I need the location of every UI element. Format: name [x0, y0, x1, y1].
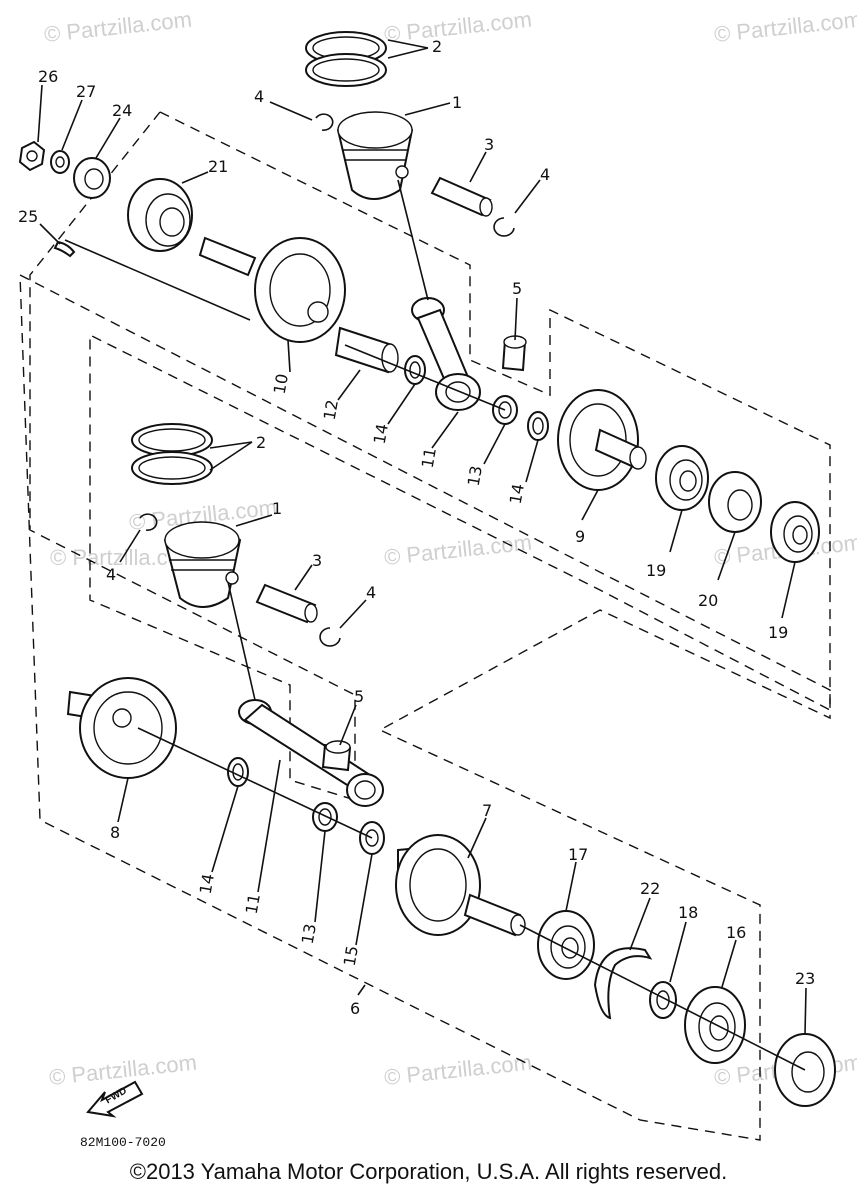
crank-pin-top	[334, 326, 399, 374]
watermark: © Partzilla.com	[383, 7, 533, 47]
callout-22: 22	[640, 879, 660, 898]
callout-5: 5	[512, 279, 522, 298]
piston-ring-mid-2	[131, 451, 213, 485]
copyright-notice: ©2013 Yamaha Motor Corporation, U.S.A. A…	[129, 1159, 728, 1184]
lower-crank-boundary	[19, 274, 831, 1141]
small-end-bearing-mid	[321, 740, 352, 772]
callout-10: 10	[270, 372, 292, 395]
callout-16: 16	[726, 923, 746, 942]
callout-19: 19	[646, 561, 666, 580]
crank-wheel-7	[395, 834, 526, 937]
callout-19: 19	[768, 623, 788, 642]
callout-13: 13	[298, 922, 320, 945]
connecting-rod-top	[411, 297, 481, 411]
dashed-boundaries	[19, 111, 831, 1141]
piston-top	[336, 111, 414, 200]
watermark: © Partzilla.com	[383, 1050, 533, 1090]
labyrinth-seal-20	[708, 471, 762, 533]
bearing-19-right	[770, 501, 820, 563]
callout-20: 20	[698, 591, 718, 610]
key-25	[53, 240, 76, 258]
watermark: © Partzilla.com	[43, 7, 193, 47]
diagram-code: 82M100-7020	[80, 1135, 166, 1150]
crank-wheel-left	[198, 236, 346, 343]
callout-labels: 26 27 24 21 25 2 4 1 3 4 5 10 12 14 11 1…	[18, 37, 815, 1018]
callout-3: 3	[312, 551, 322, 570]
watermark: © Partzilla.com	[383, 530, 533, 570]
circlip-22	[593, 947, 653, 1020]
callout-13: 13	[464, 464, 486, 487]
callout-12: 12	[320, 398, 342, 421]
upper-crank-boundary	[29, 111, 831, 801]
forward-arrow-icon: FWD	[86, 1080, 144, 1118]
circlip-top-left	[315, 113, 334, 131]
callout-14: 14	[196, 872, 218, 895]
callout-21: 21	[208, 157, 228, 176]
axis-lines	[64, 179, 806, 1071]
crank-wheel-8	[66, 677, 177, 779]
thrust-washer-top	[527, 411, 549, 441]
callout-1: 1	[272, 499, 282, 518]
bearing-19-left	[655, 445, 709, 511]
piston-mid	[163, 521, 242, 608]
connecting-rod-mid	[238, 699, 384, 807]
big-end-bearing-mid	[312, 802, 338, 832]
callout-11: 11	[418, 446, 440, 469]
piston-pin-top	[430, 176, 493, 217]
oil-seal-24	[73, 157, 111, 199]
callout-17: 17	[568, 845, 588, 864]
callout-25: 25	[18, 207, 38, 226]
callout-4: 4	[254, 87, 264, 106]
watermark: © Partzilla.com	[48, 1050, 198, 1090]
callout-8: 8	[110, 823, 120, 842]
crank-wheel-right	[557, 389, 647, 491]
callout-7: 7	[482, 801, 492, 820]
small-end-bearing-top	[501, 335, 527, 372]
bearing-21	[127, 178, 193, 252]
callout-9: 9	[575, 527, 585, 546]
circlip-mid-right	[319, 627, 341, 647]
washer-18	[649, 981, 677, 1019]
callout-2: 2	[432, 37, 442, 56]
callout-24: 24	[112, 101, 132, 120]
callout-4: 4	[540, 165, 550, 184]
callout-14: 14	[506, 482, 528, 505]
circlip-mid-left	[139, 513, 158, 531]
callout-2: 2	[256, 433, 266, 452]
circlip-top-right	[493, 217, 515, 237]
callout-1: 1	[452, 93, 462, 112]
piston-pin-mid	[255, 583, 318, 624]
callout-18: 18	[678, 903, 698, 922]
washer-27	[50, 150, 70, 174]
callout-4: 4	[106, 565, 116, 584]
callout-27: 27	[76, 82, 96, 101]
watermark: © Partzilla.com	[713, 7, 857, 47]
nut-26	[18, 140, 46, 172]
callout-4: 4	[366, 583, 376, 602]
callout-15: 15	[340, 944, 362, 967]
callout-26: 26	[38, 67, 58, 86]
callout-23: 23	[795, 969, 815, 988]
callout-11: 11	[242, 892, 264, 915]
callout-14: 14	[370, 422, 392, 445]
leader-lines	[37, 39, 807, 1035]
bearing-17	[537, 910, 595, 980]
callout-3: 3	[484, 135, 494, 154]
callout-5: 5	[354, 687, 364, 706]
piston-ring-top-2	[305, 53, 387, 87]
callout-6: 6	[350, 999, 360, 1018]
